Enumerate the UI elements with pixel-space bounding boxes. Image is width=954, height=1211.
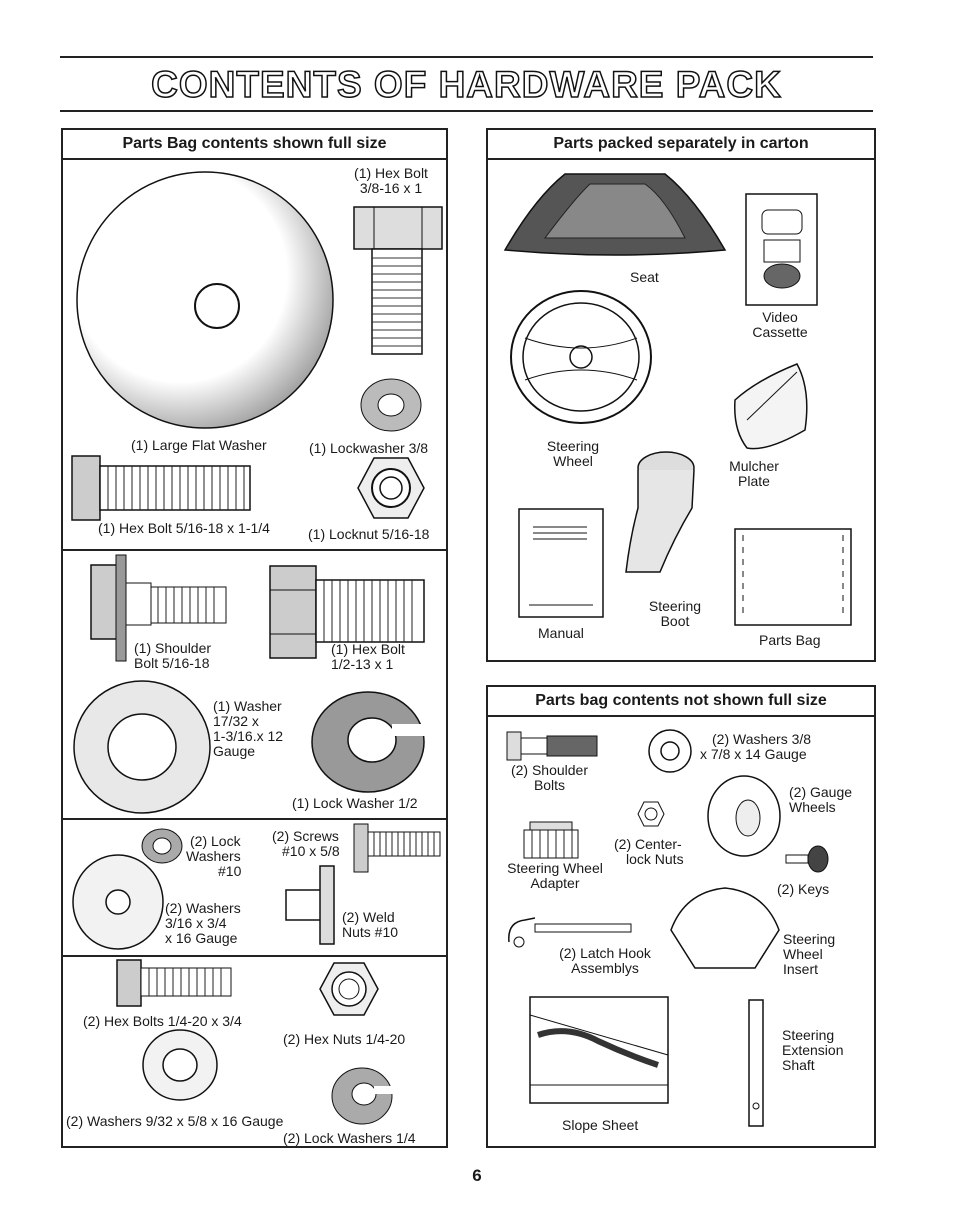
washer-1732-icon xyxy=(73,680,211,814)
section-divider xyxy=(63,818,446,820)
large-flat-washer-icon xyxy=(76,171,334,429)
center-lock-nuts-label: (2) Center-lock Nuts xyxy=(614,836,684,867)
section-divider xyxy=(63,549,446,551)
washers-932-icon xyxy=(142,1029,218,1101)
locknut-516-label: (1) Locknut 5/16-18 xyxy=(308,526,430,542)
washers-316-icon xyxy=(72,854,164,950)
lock-washers-14-icon xyxy=(331,1067,396,1125)
hex-nuts-14-icon xyxy=(319,962,379,1016)
lock-washers-14-label: (2) Lock Washers 1/4 xyxy=(283,1130,416,1146)
gauge-wheels-icon xyxy=(707,775,781,857)
shoulder-bolts-icon xyxy=(506,731,598,761)
screws-10-label: (2) Screws#10 x 5/8 xyxy=(272,828,340,859)
page-number: 6 xyxy=(472,1166,482,1185)
lockwasher-38-icon xyxy=(360,378,422,432)
page-title: CONTENTS OF HARDWARE PACK xyxy=(150,63,782,106)
hex-bolt-516-icon xyxy=(71,455,251,521)
lockwasher-38-label: (1) Lockwasher 3/8 xyxy=(309,440,429,456)
seat-label: Seat xyxy=(630,269,659,285)
large-flat-washer-label: (1) Large Flat Washer xyxy=(131,437,267,453)
top-rule xyxy=(60,56,873,58)
steering-wheel-insert-icon xyxy=(670,887,780,969)
steering-boot-icon xyxy=(625,451,695,573)
lock-washer-12-icon xyxy=(311,691,428,793)
carton-parts-panel: Parts packed separately in carton xyxy=(486,128,876,662)
hex-bolt-516-label: (1) Hex Bolt 5/16-18 x 1-1/4 xyxy=(98,520,270,536)
steering-wheel-adapter-icon xyxy=(523,821,579,859)
manual-icon xyxy=(518,508,604,618)
hex-bolts-14-label: (2) Hex Bolts 1/4-20 x 3/4 xyxy=(83,1013,242,1029)
video-cassette-icon xyxy=(745,193,818,306)
hex-bolts-14-icon xyxy=(116,959,232,1007)
hex-bolt-38-icon xyxy=(353,206,443,355)
steering-extension-shaft-icon xyxy=(748,999,764,1127)
title-underline xyxy=(60,110,873,112)
mulcher-plate-icon xyxy=(734,363,808,450)
locknut-516-icon xyxy=(357,457,425,519)
section-divider xyxy=(63,955,446,957)
washers-932-label: (2) Washers 9/32 x 5/8 x 16 Gauge xyxy=(66,1113,284,1129)
parts-bag-icon xyxy=(734,528,852,626)
parts-bag-full-size-panel: Parts Bag contents shown full size xyxy=(61,128,448,1148)
latch-hook-icon xyxy=(508,917,632,948)
parts-bag-not-full-size-panel: Parts bag contents not shown full size xyxy=(486,685,876,1148)
manual-label: Manual xyxy=(538,625,584,641)
seat-icon xyxy=(503,173,727,256)
lock-washer-12-label: (1) Lock Washer 1/2 xyxy=(292,795,418,811)
lock-washers-10-icon xyxy=(141,828,183,864)
weld-nuts-icon xyxy=(285,865,335,945)
panel-header: Parts Bag contents shown full size xyxy=(63,130,446,160)
slope-sheet-label: Slope Sheet xyxy=(562,1117,639,1133)
slope-sheet-icon xyxy=(529,996,669,1104)
keys-icon xyxy=(785,845,829,873)
panel-header: Parts packed separately in carton xyxy=(488,130,874,160)
screws-10-icon xyxy=(353,823,441,873)
shoulder-bolt-icon xyxy=(90,554,227,662)
washers-38-icon xyxy=(648,729,692,773)
hex-bolt-12-icon xyxy=(269,565,425,659)
hex-nuts-14-label: (2) Hex Nuts 1/4-20 xyxy=(283,1031,406,1047)
panel-header: Parts bag contents not shown full size xyxy=(488,687,874,717)
center-lock-nuts-icon xyxy=(637,801,665,827)
parts-bag-label: Parts Bag xyxy=(759,632,821,648)
steering-wheel-icon xyxy=(510,290,652,424)
keys-label: (2) Keys xyxy=(777,881,830,897)
